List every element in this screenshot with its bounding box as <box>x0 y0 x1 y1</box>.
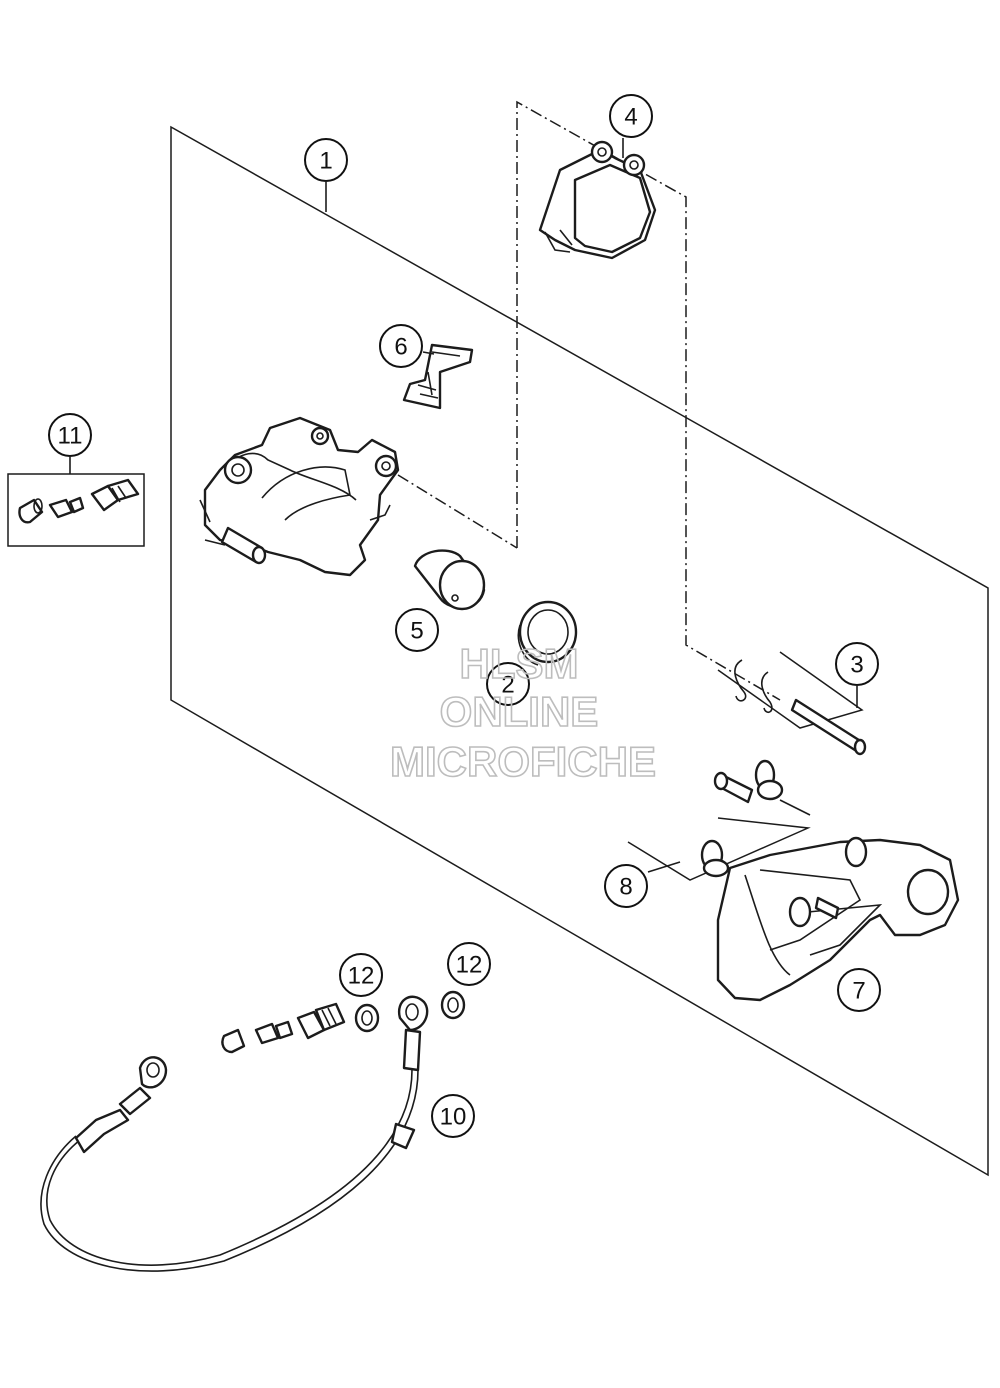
piston-seal[interactable] <box>517 600 578 666</box>
caliper-dashed-link <box>397 474 518 549</box>
slide-pins-and-boots[interactable] <box>700 759 811 881</box>
callout-1: 1 <box>304 138 348 182</box>
callout-11: 11 <box>48 413 92 457</box>
watermark: HLSM ONLINE MICROFICHE <box>389 639 657 786</box>
bleeder-kit[interactable] <box>18 478 140 524</box>
callout-7-label: 7 <box>852 978 865 1005</box>
caliper-piston[interactable] <box>413 549 486 611</box>
callout-12-left: 12 <box>339 953 383 997</box>
callout-12-right: 12 <box>447 942 491 986</box>
callout-11-label: 11 <box>58 423 83 450</box>
callout-5: 5 <box>395 608 439 652</box>
callout-12-right-label: 12 <box>456 952 483 979</box>
callout-12-left-label: 12 <box>348 963 375 990</box>
callout-4-label: 4 <box>624 104 637 131</box>
callout-8: 8 <box>604 864 648 908</box>
callout-6-label: 6 <box>394 334 407 361</box>
callout-2-label: 2 <box>501 672 514 699</box>
callout-3: 3 <box>835 642 879 686</box>
bleeder-kit-box <box>7 473 145 547</box>
caliper-bracket[interactable] <box>716 836 960 1002</box>
watermark-line-1: HLSM <box>460 640 579 687</box>
slide-pin-group-frame <box>627 817 811 881</box>
assembly-frame <box>170 125 989 1177</box>
pad-spring[interactable] <box>402 343 474 410</box>
callout-8-label: 8 <box>619 874 632 901</box>
bleeder-screw-parts[interactable] <box>221 1002 346 1054</box>
callout-5-label: 5 <box>410 618 423 645</box>
callout-10: 10 <box>431 1094 475 1138</box>
callout-1-label: 1 <box>319 148 332 175</box>
leader-6 <box>422 351 435 355</box>
brake-caliper[interactable] <box>199 416 400 577</box>
callout-7: 7 <box>837 968 881 1012</box>
leader-8 <box>647 861 681 873</box>
brake-hose[interactable] <box>40 995 429 1272</box>
callout-10-label: 10 <box>440 1104 467 1131</box>
callout-6: 6 <box>379 324 423 368</box>
callout-2: 2 <box>486 662 530 706</box>
watermark-line-2: ONLINE <box>440 688 599 735</box>
pin-group-frame <box>717 651 864 729</box>
brake-pad-dashed-outline <box>516 100 781 701</box>
sealing-washers[interactable] <box>354 990 466 1033</box>
pad-pin-and-clips[interactable] <box>734 659 867 756</box>
callout-3-label: 3 <box>850 652 863 679</box>
watermark-line-3: MICROFICHE <box>390 738 656 785</box>
brake-pads[interactable] <box>538 140 657 260</box>
callout-4: 4 <box>609 94 653 138</box>
